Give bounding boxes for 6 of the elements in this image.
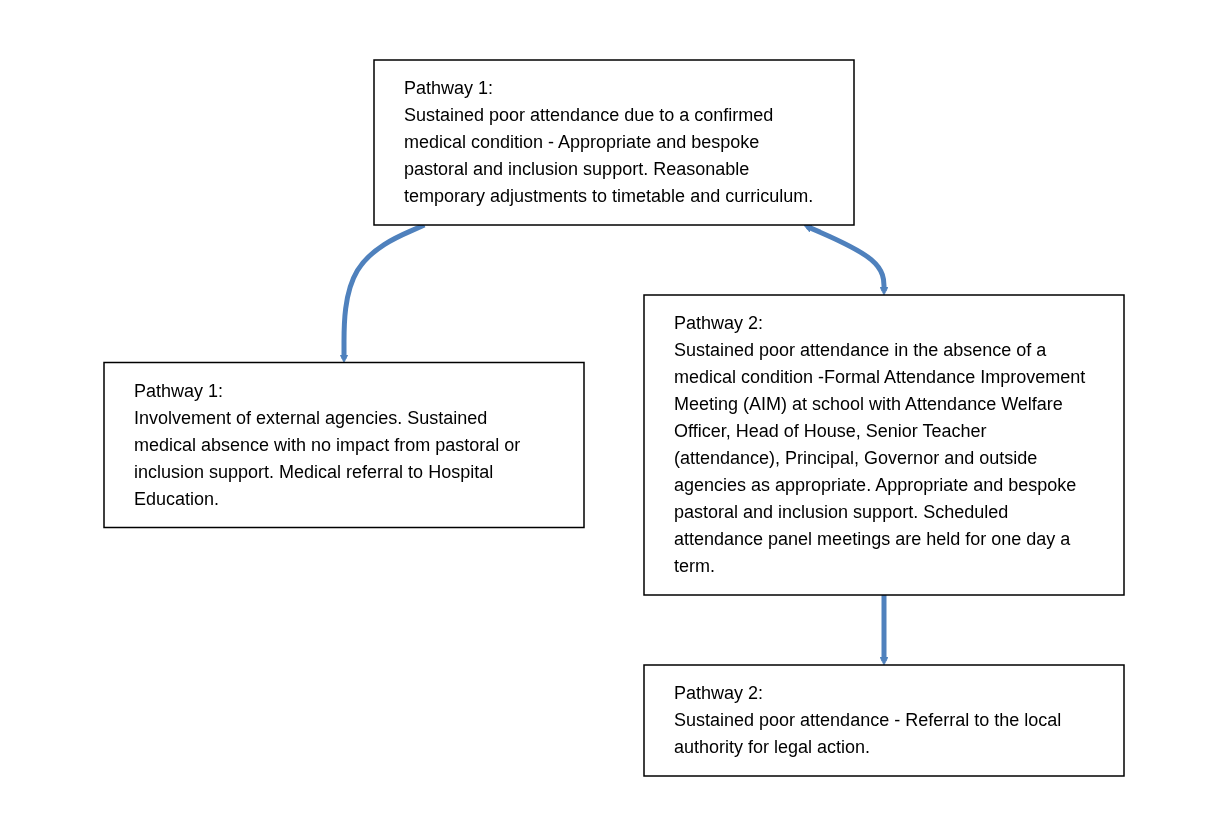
node-box: Pathway 2: Sustained poor attendance in the absence of a medical condition -Formal Attendance Improvement Meeting (AIM) at school with Attendance Welfare Officer, Head of House, Senior Teacher (attendance), Principal, Governor and outside agencies as appropriate. Appropriate and bespoke pastoral and inclusion support. Scheduled attendance panel meetings are held for one day a term. (642, 294, 1125, 596)
arrow (879, 595, 888, 666)
arrow (803, 224, 888, 296)
node-box: Pathway 2: Sustained poor attendance - Referral to the local authority for legal action. (642, 664, 1125, 777)
node-box: Pathway 1: Sustained poor attendance due to a confirmed medical condition - Appropriate and bespoke pastoral and inclusion support. Reasonable temporary adjustments to timetable and curriculum. (372, 59, 855, 226)
node-box: Pathway 1: Involvement of external agencies. Sustained medical absence with no impact from pastoral or inclusion support. Medical referral to Hospital Education. (102, 361, 585, 529)
